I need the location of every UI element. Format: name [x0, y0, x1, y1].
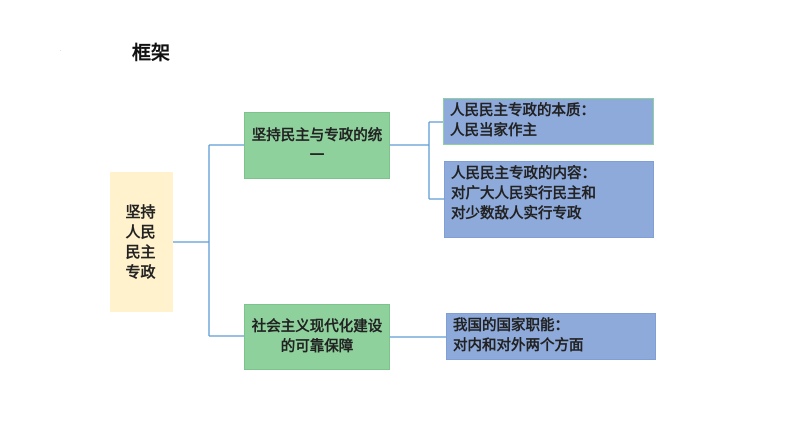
leaf-line: 人民当家作主	[450, 123, 537, 139]
branch-node-unity: 坚持民主与专政的统一	[244, 112, 390, 179]
leaf-line: 我国的国家职能：	[453, 318, 569, 334]
branch-label: 坚持民主与专政的统一	[251, 127, 383, 164]
leaf-node-content: 人民民主专政的内容： 对广大人民实行民主和 对少数敌人实行专政	[444, 161, 654, 238]
connector-branch-1	[390, 121, 444, 200]
root-label: 坚持人民民主专政	[125, 203, 156, 281]
leaf-line: 对内和对外两个方面	[453, 338, 584, 354]
branch-node-guarantee: 社会主义现代化建设的可靠保障	[244, 304, 390, 370]
slide-title: 框架	[132, 42, 171, 64]
leaf-line: 人民民主专政的本质：	[450, 103, 595, 119]
leaf-line: 对少数敌人实行专政	[451, 206, 582, 222]
connector-root	[173, 144, 244, 337]
corner-mark: ·	[60, 48, 62, 53]
leaf-line: 对广大人民实行民主和	[451, 186, 596, 202]
leaf-node-essence: 人民民主专政的本质： 人民当家作主	[443, 98, 654, 145]
leaf-line: 人民民主专政的内容：	[451, 166, 596, 182]
leaf-node-functions: 我国的国家职能： 对内和对外两个方面	[446, 313, 656, 360]
root-node: 坚持人民民主专政	[110, 172, 173, 312]
branch-label: 社会主义现代化建设的可靠保障	[251, 319, 383, 355]
